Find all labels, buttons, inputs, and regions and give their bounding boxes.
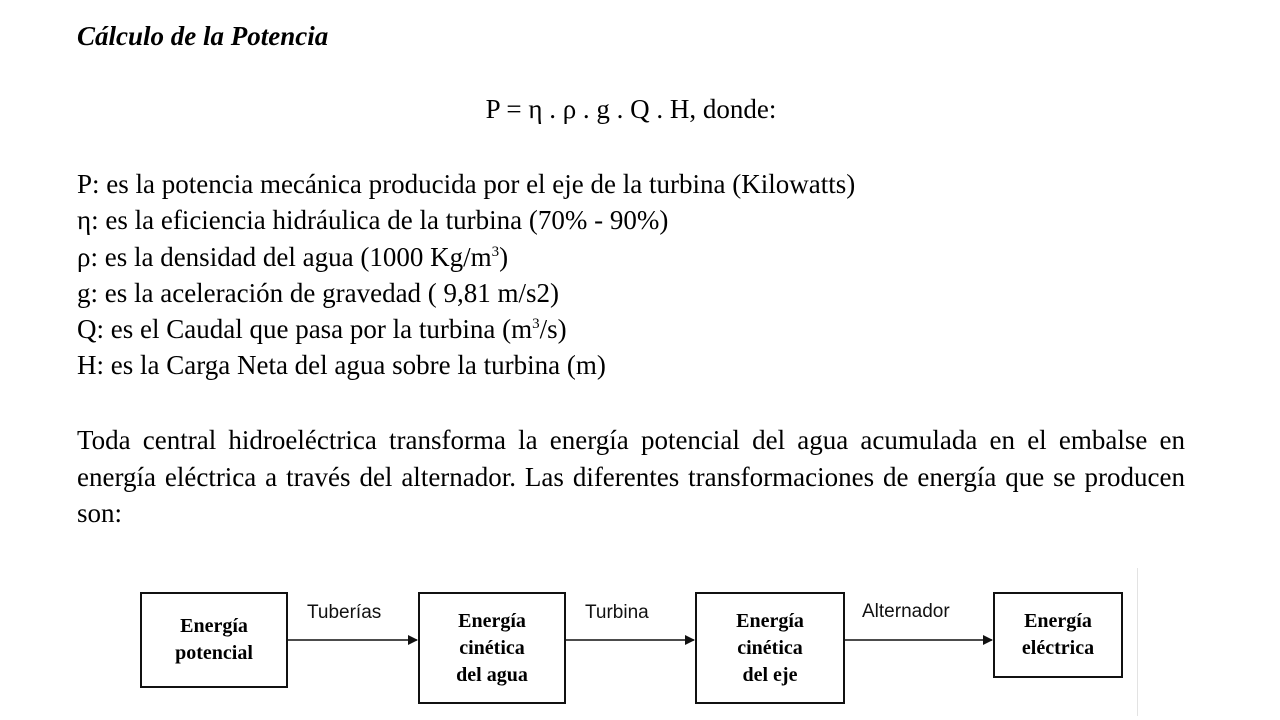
definition-p: P: es la potencia mecánica producida por… — [77, 169, 856, 199]
definition-g: g: es la aceleración de gravedad ( 9,81 … — [77, 277, 560, 308]
definition-q: Q: es el Caudal que pasa por la turbina … — [77, 311, 1197, 347]
description-paragraph: Toda central hidroeléctrica transforma l… — [77, 425, 1185, 528]
box-label: Energía cinética del eje — [736, 609, 804, 686]
box-label: Energía cinética del agua — [456, 609, 528, 686]
definitions-list: P: es la potencia mecánica producida por… — [77, 166, 1197, 384]
box-label: Energía eléctrica — [1021, 610, 1095, 659]
definition-q-close: /s) — [539, 314, 567, 345]
definition-rho: ρ: es la densidad del agua (1000 Kg/m3) — [77, 239, 1197, 275]
arrow-label-turbina: Turbina — [585, 602, 649, 623]
definition-rho-exponent: 3 — [491, 243, 500, 260]
box-energia-potencial: Energía potencial — [140, 592, 288, 688]
definition-h: H: es la Carga Neta del agua sobre la tu… — [77, 350, 606, 381]
box-label: Energía potencial — [175, 615, 253, 664]
definition-q-exponent: 3 — [532, 316, 540, 333]
definition-q-text: Q: es el Caudal que pasa por la turbina … — [77, 314, 533, 345]
diagram-arrows — [288, 635, 993, 645]
arrow-label-tuberias: Tuberías — [307, 602, 382, 623]
box-energia-cinetica-eje: Energía cinética del eje — [695, 592, 845, 704]
box-energia-cinetica-agua: Energía cinética del agua — [418, 592, 566, 704]
definition-rho-text: ρ: es la densidad del agua (1000 Kg/m — [77, 241, 492, 272]
box-energia-electrica: Energía eléctrica — [993, 592, 1123, 678]
arrow-label-alternador: Alternador — [862, 601, 950, 622]
energy-transformation-diagram: Energía potencial Energía cinética del a… — [122, 568, 1138, 716]
page-title: Cálculo de la Potencia — [77, 21, 329, 51]
definition-rho-close: ) — [499, 241, 509, 272]
power-formula: P = η . ρ . g . Q . H, donde: — [485, 94, 777, 124]
definition-eta: η: es la eficiencia hidráulica de la tur… — [77, 205, 669, 236]
